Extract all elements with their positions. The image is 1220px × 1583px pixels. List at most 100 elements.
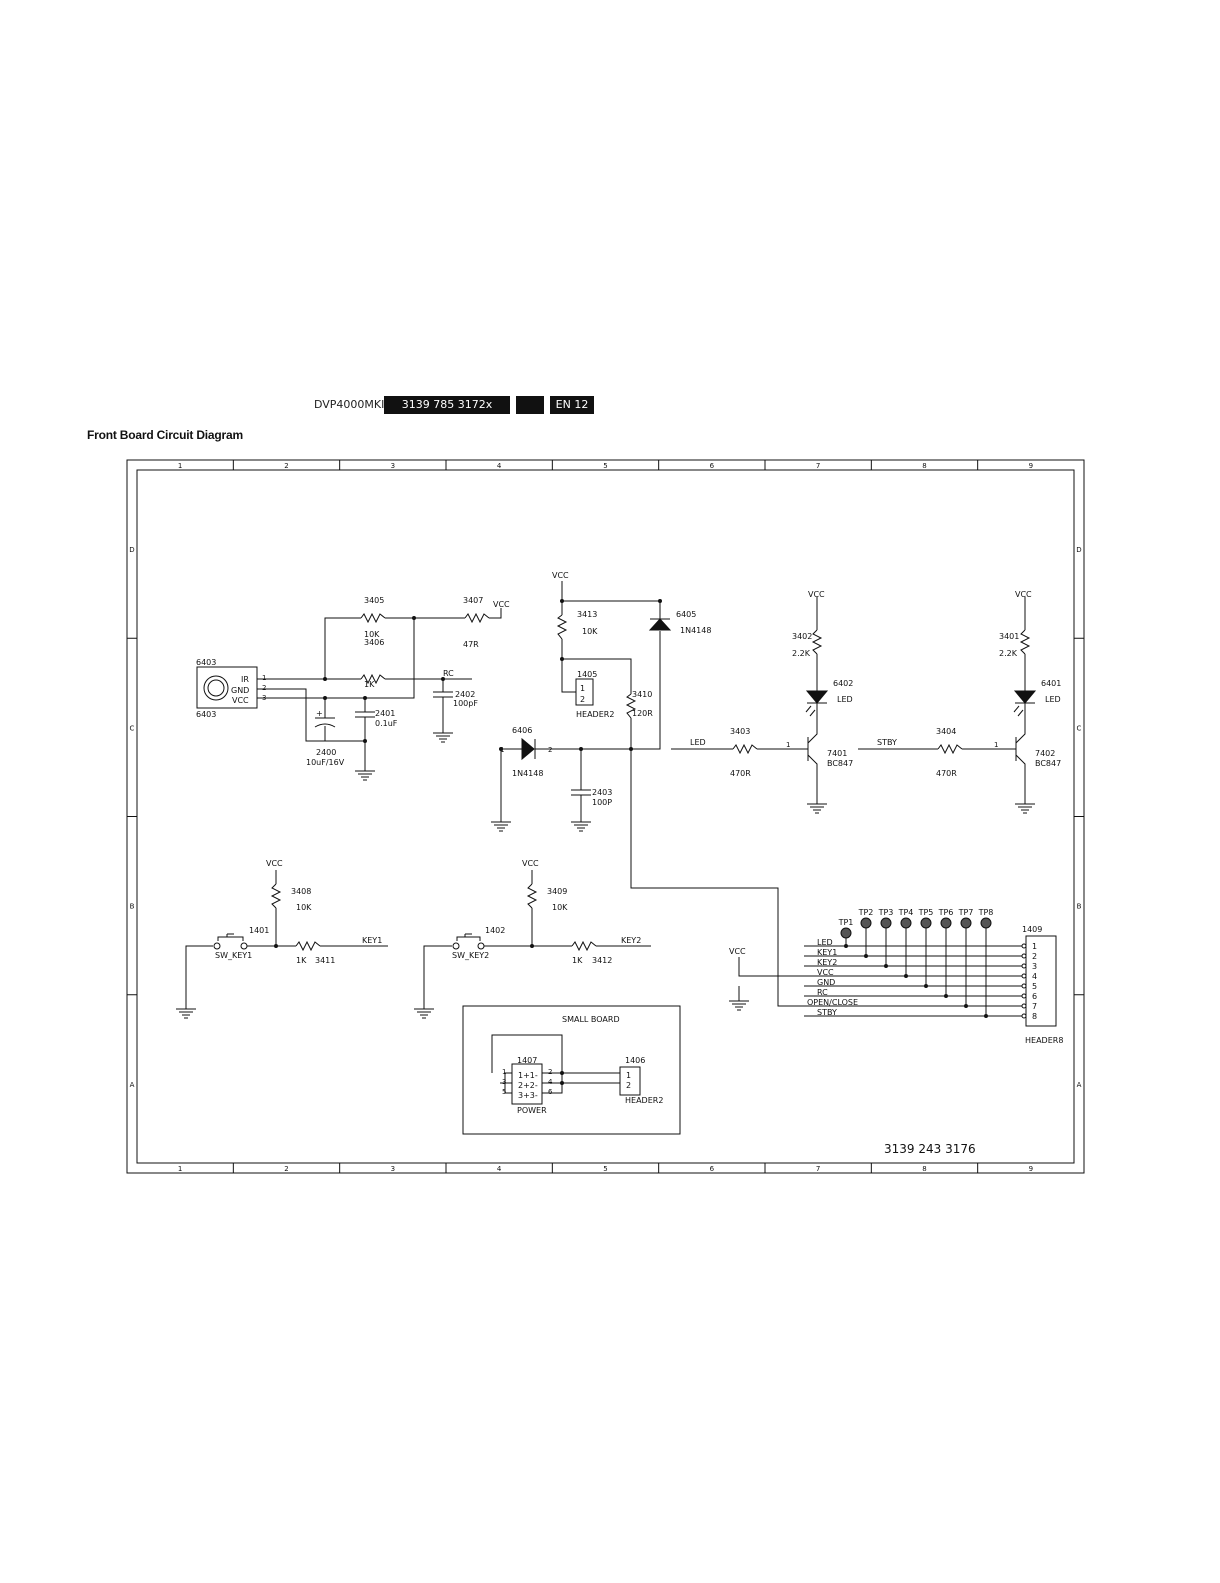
board-number: 3139 243 3176 bbox=[884, 1142, 976, 1156]
vcc-label-3408: VCC bbox=[266, 859, 283, 868]
header8-pin-number: 5 bbox=[1032, 982, 1037, 991]
r3411-ref: 3411 bbox=[315, 956, 335, 965]
ir-receiver-ref-bottom: 6403 bbox=[196, 710, 216, 719]
resistor-3407 bbox=[464, 612, 490, 624]
frame-column-label: 9 bbox=[1029, 1165, 1033, 1173]
svg-text:2: 2 bbox=[626, 1081, 631, 1090]
capacitor-2403 bbox=[571, 789, 591, 796]
r3413-ref: 3413 bbox=[577, 610, 597, 619]
key2-wires bbox=[423, 870, 651, 1003]
svg-text:4: 4 bbox=[548, 1078, 553, 1086]
vcc-label-3401: VCC bbox=[1015, 590, 1032, 599]
j1405-value: HEADER2 bbox=[576, 710, 614, 719]
r3410-ref: 3410 bbox=[632, 690, 652, 699]
header8-pin bbox=[1021, 983, 1027, 989]
r3411-value: 1K bbox=[296, 956, 307, 965]
header8-body bbox=[1025, 935, 1057, 1027]
test-point-label: TP4 bbox=[898, 908, 914, 917]
j1406-value: HEADER2 bbox=[625, 1096, 663, 1105]
test-point-junction bbox=[964, 1004, 968, 1008]
svg-text:5: 5 bbox=[502, 1088, 506, 1096]
frame-column-label: 3 bbox=[391, 462, 395, 470]
r3404-value: 470R bbox=[936, 769, 957, 778]
svg-text:1: 1 bbox=[502, 1068, 506, 1076]
test-point-label: TP3 bbox=[878, 908, 894, 917]
stby-net-label: STBY bbox=[877, 738, 897, 747]
vcc-label-3407: VCC bbox=[493, 600, 510, 609]
r3401-ref: 3401 bbox=[999, 632, 1019, 641]
frame-row-label: A bbox=[130, 1081, 135, 1089]
svg-text:1: 1 bbox=[262, 674, 266, 682]
sw1401-value: SW_KEY1 bbox=[215, 951, 252, 960]
svg-text:1: 1 bbox=[580, 684, 585, 693]
header8-signal-label: GND bbox=[817, 978, 835, 987]
ir-receiver-ref-top: 6403 bbox=[196, 658, 216, 667]
part-number-badge: 3139 785 3172x bbox=[384, 396, 510, 414]
u1407-ref: 1407 bbox=[517, 1056, 537, 1065]
u1407-pin-1: 1+1- bbox=[518, 1071, 538, 1080]
test-point-label: TP1 bbox=[838, 918, 854, 927]
sw1402-value: SW_KEY2 bbox=[452, 951, 489, 960]
resistor-3401 bbox=[1019, 629, 1031, 655]
capacitor-2401 bbox=[355, 711, 375, 718]
header8-signal-label: OPEN/CLOSE bbox=[807, 998, 858, 1007]
header8-pin bbox=[1021, 963, 1027, 969]
test-point-junction bbox=[924, 984, 928, 988]
frame-column-label: 7 bbox=[816, 462, 820, 470]
q7401-ref: 7401 bbox=[827, 749, 847, 758]
u1407-pin-3: 3+3- bbox=[518, 1091, 538, 1100]
header8-pin-number: 3 bbox=[1032, 962, 1037, 971]
r3412-ref: 3412 bbox=[592, 956, 612, 965]
resistor-3410 bbox=[625, 693, 637, 719]
resistor-3406 bbox=[360, 673, 386, 685]
test-point-label: TP2 bbox=[858, 908, 874, 917]
frame-column-label: 2 bbox=[284, 462, 288, 470]
frame-column-label: 3 bbox=[391, 1165, 395, 1173]
ir-pin-vcc: VCC bbox=[232, 696, 249, 705]
resistor-3403 bbox=[732, 743, 758, 755]
c2401-value: 0.1uF bbox=[375, 719, 398, 728]
r3407-ref: 3407 bbox=[463, 596, 483, 605]
test-point-junction bbox=[984, 1014, 988, 1018]
r3404-ref: 3404 bbox=[936, 727, 956, 736]
header8-signal-label: LED bbox=[817, 938, 833, 947]
r3409-value: 10K bbox=[552, 903, 568, 912]
frame-column-label: 1 bbox=[178, 462, 182, 470]
ir-wires bbox=[257, 608, 502, 765]
frame-column-label: 6 bbox=[710, 462, 715, 470]
frame-column-label: 8 bbox=[922, 1165, 926, 1173]
resistor-3412 bbox=[571, 940, 597, 952]
svg-text:6: 6 bbox=[548, 1088, 553, 1096]
frame-row-label: A bbox=[1077, 1081, 1082, 1089]
test-point-tp8 bbox=[980, 917, 992, 929]
header8-signal-label: STBY bbox=[817, 1008, 837, 1017]
frame-column-label: 6 bbox=[710, 1165, 715, 1173]
svg-text:2: 2 bbox=[580, 695, 585, 704]
r3402-value: 2.2K bbox=[792, 649, 811, 658]
c2400-polarity: + bbox=[316, 709, 323, 718]
header8-pin bbox=[1021, 973, 1027, 979]
led-net-label: LED bbox=[690, 738, 706, 747]
header8-pin-number: 6 bbox=[1032, 992, 1037, 1001]
svg-text:1: 1 bbox=[500, 746, 504, 754]
c2401-ref: 2401 bbox=[375, 709, 395, 718]
test-point-label: TP7 bbox=[958, 908, 974, 917]
ir-pin-gnd: GND bbox=[231, 686, 249, 695]
blank-badge bbox=[516, 396, 544, 414]
resistor-3404 bbox=[937, 743, 963, 755]
frame-row-label: C bbox=[130, 724, 135, 732]
c2402-value: 100pF bbox=[453, 699, 478, 708]
header8-signal-label: VCC bbox=[817, 968, 834, 977]
header8-pin bbox=[1021, 943, 1027, 949]
model-name: DVP4000MKI bbox=[314, 398, 385, 411]
header-1409-connector: 1LED2KEY13KEY24VCC5GND6RC7OPEN/CLOSE8STB… bbox=[804, 908, 1057, 1027]
j1409-ref: 1409 bbox=[1022, 925, 1042, 934]
small-board-wires bbox=[491, 1034, 641, 1105]
c2400-value: 10uF/16V bbox=[306, 758, 345, 767]
frame-row-label: B bbox=[1077, 903, 1082, 911]
r3402-ref: 3402 bbox=[792, 632, 812, 641]
key2-net-label: KEY2 bbox=[621, 936, 641, 945]
led-6402 bbox=[805, 690, 829, 717]
vcc-label-3413: VCC bbox=[552, 571, 569, 580]
